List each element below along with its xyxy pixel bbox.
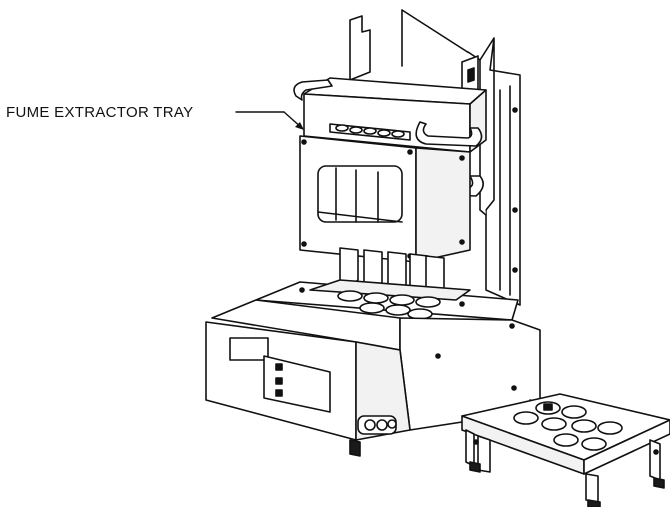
callout-label-fume-extractor-tray: FUME EXTRACTOR TRAY (6, 104, 194, 121)
tube-rack (461, 393, 670, 508)
callout-leader-line (235, 111, 304, 130)
fume-extractor-tray (293, 77, 487, 263)
